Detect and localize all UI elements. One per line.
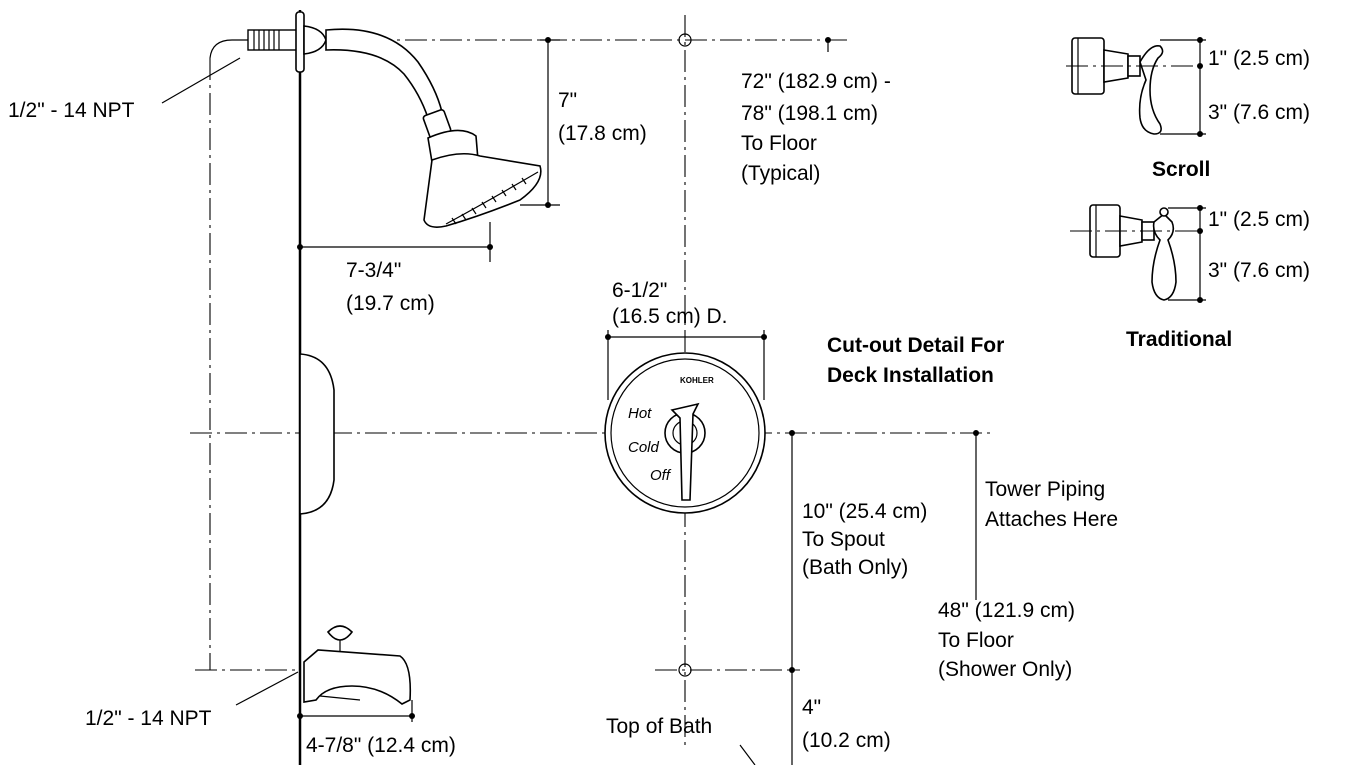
valve-floor-line-3: (Shower Only) (938, 658, 1072, 681)
cutout-title-line-2: Deck Installation (827, 364, 994, 387)
spout-dim-line-1: 10" (25.4 cm) (802, 500, 927, 523)
spout-reach-label: 4-7/8" (12.4 cm) (306, 734, 456, 757)
dial-cold-text: Cold (628, 439, 660, 456)
head-height-line-3: To Floor (741, 132, 817, 155)
dial-off-text: Off (650, 467, 672, 484)
brand-text: KOHLER (680, 376, 714, 385)
traditional-name: Traditional (1126, 328, 1232, 351)
dial-hot-text: Hot (628, 405, 652, 422)
valve-floor-line-1: 48" (121.9 cm) (938, 599, 1075, 622)
escutcheon-dia-cm-label: (16.5 cm) D. (612, 305, 728, 328)
valve-floor-line-2: To Floor (938, 629, 1014, 652)
arm-reach-cm-label: (19.7 cm) (346, 292, 435, 315)
traditional-handle (1089, 204, 1177, 301)
spout-dim-line-2: To Spout (802, 528, 885, 551)
shower-arm-assembly (209, 11, 542, 228)
shower-reference-circle (678, 33, 692, 47)
scroll-bottom-dim: 3" (7.6 cm) (1208, 101, 1310, 124)
valve-side-profile (299, 353, 335, 515)
arm-reach-label: 7-3/4" (346, 259, 401, 282)
scroll-handle (1071, 37, 1164, 135)
head-height-line-2: 78" (198.1 cm) (741, 102, 878, 125)
trad-top-dim: 1" (2.5 cm) (1208, 208, 1310, 231)
bath-gap-label: 4" (802, 696, 821, 719)
spout-dim-line-3: (Bath Only) (802, 556, 908, 579)
npt-top-label: 1/2" - 14 NPT (8, 99, 135, 122)
bath-reference-circle (678, 663, 692, 677)
escutcheon-dia-label: 6-1/2" (612, 279, 667, 302)
cutout-title-line-1: Cut-out Detail For (827, 334, 1004, 357)
head-height-line-1: 72" (182.9 cm) - (741, 70, 891, 93)
valve-escutcheon: KOHLER Hot Cold Off (604, 352, 766, 514)
head-height-line-4: (Typical) (741, 162, 820, 185)
scroll-top-dim: 1" (2.5 cm) (1208, 47, 1310, 70)
tower-piping-line-1: Tower Piping (985, 478, 1105, 501)
scroll-name: Scroll (1152, 158, 1210, 181)
bath-top-label: Top of Bath (606, 715, 712, 738)
arm-drop-cm-label: (17.8 cm) (558, 122, 647, 145)
trad-bottom-dim: 3" (7.6 cm) (1208, 259, 1310, 282)
tub-spout (303, 625, 412, 705)
bath-gap-cm-label: (10.2 cm) (802, 729, 891, 752)
arm-drop-label: 7" (558, 89, 577, 112)
tower-piping-line-2: Attaches Here (985, 508, 1118, 531)
npt-bottom-label: 1/2" - 14 NPT (85, 707, 212, 730)
